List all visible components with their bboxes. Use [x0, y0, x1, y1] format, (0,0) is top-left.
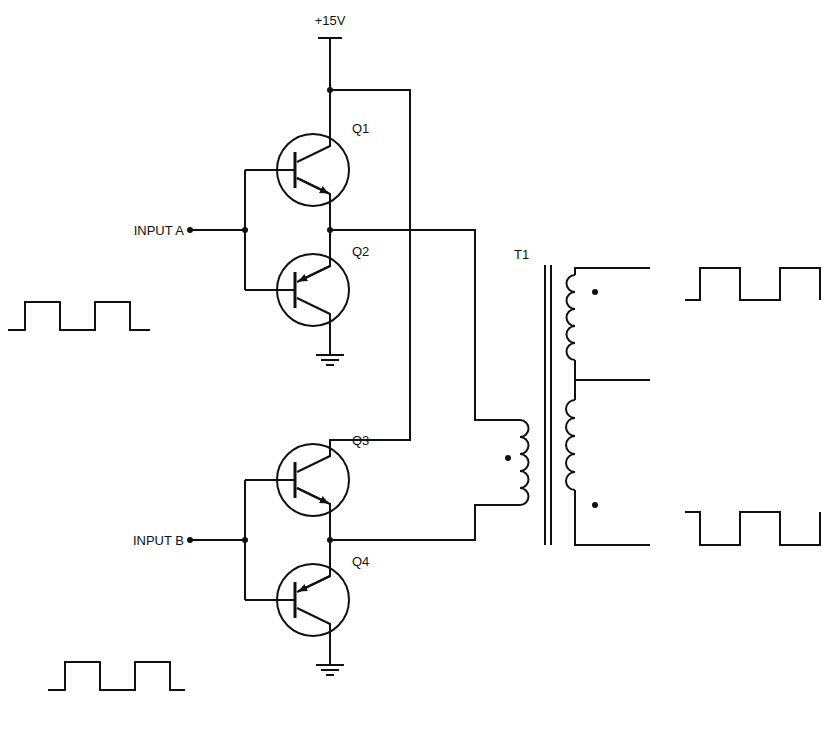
pnp-transistor: [245, 564, 349, 636]
pnp-transistor: [245, 254, 349, 326]
part-label: Q2: [352, 245, 369, 258]
wiring: [8, 38, 820, 690]
signal-label: +15V: [315, 14, 346, 27]
part-label: T1: [514, 248, 529, 261]
part-label: Q3: [352, 434, 369, 447]
part-label: Q1: [352, 122, 369, 135]
junction-dots: [187, 87, 598, 543]
npn-transistor: [245, 444, 349, 516]
npn-transistor: [245, 134, 349, 206]
signal-label: INPUT B: [133, 534, 184, 547]
part-label: Q4: [352, 555, 369, 568]
signal-label: INPUT A: [134, 224, 184, 237]
transistor-symbols: [245, 134, 349, 636]
transformer-windings: [520, 275, 575, 505]
